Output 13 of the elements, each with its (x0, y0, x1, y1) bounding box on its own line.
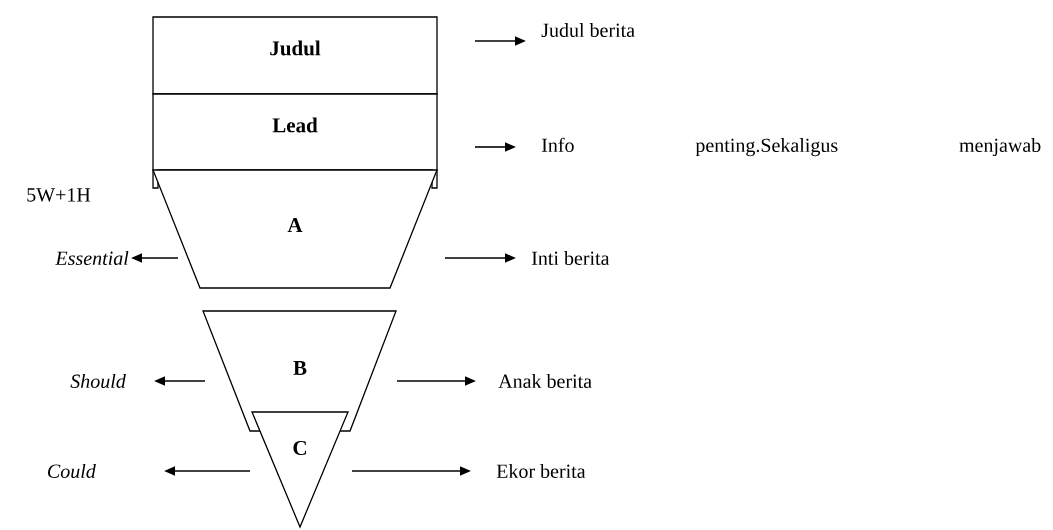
text-label: Should (70, 373, 126, 389)
text-label: Inti berita (531, 250, 610, 265)
lead-box: Lead (152, 93, 438, 189)
text-label: Anak berita (498, 373, 592, 388)
text-label: Ekor berita (496, 463, 586, 478)
node-label: C (293, 440, 306, 456)
text-label: Info penting.Sekaligus menjawab (541, 137, 1041, 157)
text-label: Judul berita (541, 22, 635, 37)
text-label: 5W+1H (27, 188, 91, 202)
title-box: Judul (152, 16, 438, 95)
trapezoid: A (152, 169, 438, 289)
text-label: Could (48, 463, 96, 479)
text-label: Essential (55, 250, 129, 266)
